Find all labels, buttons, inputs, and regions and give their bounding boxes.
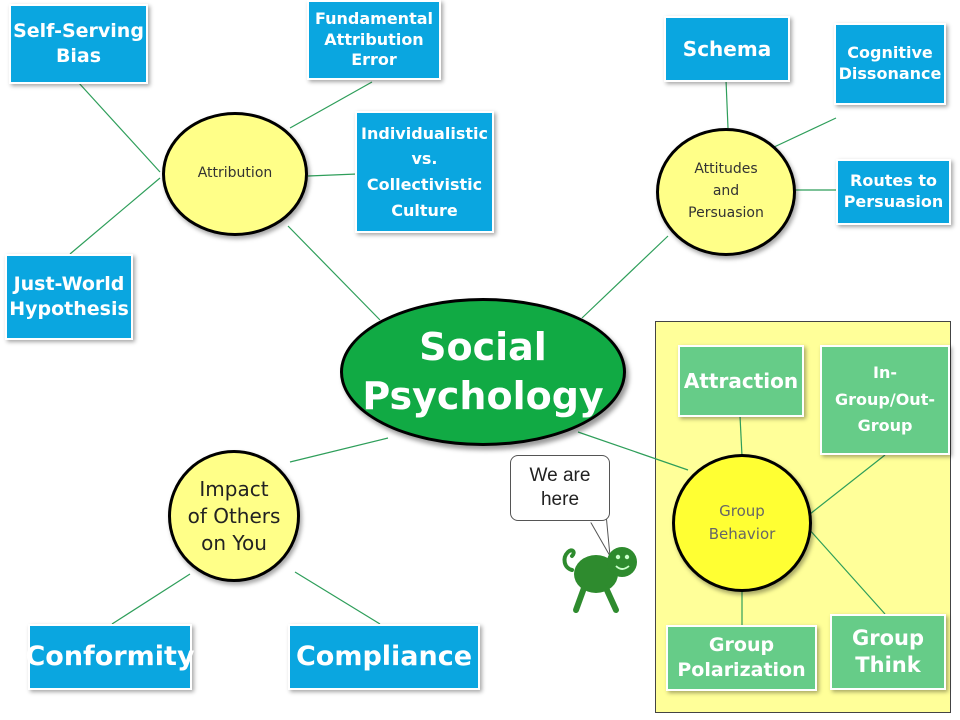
box-text-line: Fundamental [314, 8, 433, 28]
turtle-icon [562, 547, 637, 613]
connector [577, 431, 689, 471]
box-text-line: Just-World [13, 273, 125, 296]
hub-text-line: Group [719, 501, 765, 520]
hub-text-line: of Others [187, 503, 281, 528]
conformity-box: Conformity [25, 624, 195, 690]
schema-box: Schema [664, 16, 790, 82]
connector [581, 235, 669, 319]
connector [807, 527, 886, 615]
center-text-line: Social [419, 324, 547, 369]
connector [809, 454, 886, 515]
box-text-line: Think [855, 653, 921, 677]
hub-text-line: on You [201, 530, 267, 555]
connector [77, 81, 161, 173]
box-text-line: Individualistic [361, 123, 488, 143]
box-text-line: In- [873, 363, 897, 383]
connector [307, 173, 358, 177]
callout-text-line: here [540, 489, 580, 510]
hub-text-line: and [712, 183, 740, 200]
attribution-hub-label: Attribution [197, 165, 273, 182]
box-text-line: Cognitive [847, 43, 933, 63]
box-text-line: Persuasion [843, 192, 944, 211]
connector [287, 225, 381, 321]
center-text-line: Psychology [362, 374, 604, 418]
connector [725, 79, 729, 129]
connector [294, 571, 381, 625]
in-group-out-group-box: In- Group/Out- Group [820, 345, 950, 455]
conformity-label: Conformity [25, 641, 195, 673]
schema-label: Schema [682, 37, 772, 61]
box-text-line: Hypothesis [9, 298, 129, 320]
box-text-line: Bias [55, 45, 102, 67]
connector [69, 177, 161, 255]
compliance-box: Compliance [288, 624, 480, 690]
hub-text-line: Attitudes [694, 161, 758, 178]
connector [771, 117, 837, 149]
box-text-line: Group [851, 625, 924, 650]
box-text-line: Culture [391, 200, 458, 220]
box-text-line: Dissonance [838, 64, 942, 83]
box-text-line: Collectivistic [366, 175, 483, 194]
compliance-label: Compliance [295, 641, 473, 673]
attraction-box: Attraction [678, 345, 804, 417]
callout-text-line: We are [529, 465, 591, 487]
connector [111, 573, 191, 625]
connector [289, 81, 373, 129]
box-text-line: Error [351, 50, 397, 70]
hub-text-line: Persuasion [688, 204, 764, 221]
box-text-line: Routes to [850, 171, 937, 191]
connector [289, 437, 389, 463]
box-text-line: Polarization [677, 659, 806, 681]
box-text-line: Group [708, 634, 775, 657]
box-text-line: Group [857, 416, 913, 436]
box-text-line: vs. [411, 149, 438, 169]
hub-text-line: Behavior [708, 525, 776, 543]
connector [739, 415, 743, 457]
attraction-label: Attraction [683, 369, 799, 393]
box-text-line: Self-Serving [13, 20, 144, 43]
hub-text-line: Impact [199, 476, 269, 501]
box-text-line: Attribution [324, 29, 424, 49]
attribution-hub: Attribution [162, 112, 308, 236]
box-text-line: Group/Out- [835, 389, 935, 409]
